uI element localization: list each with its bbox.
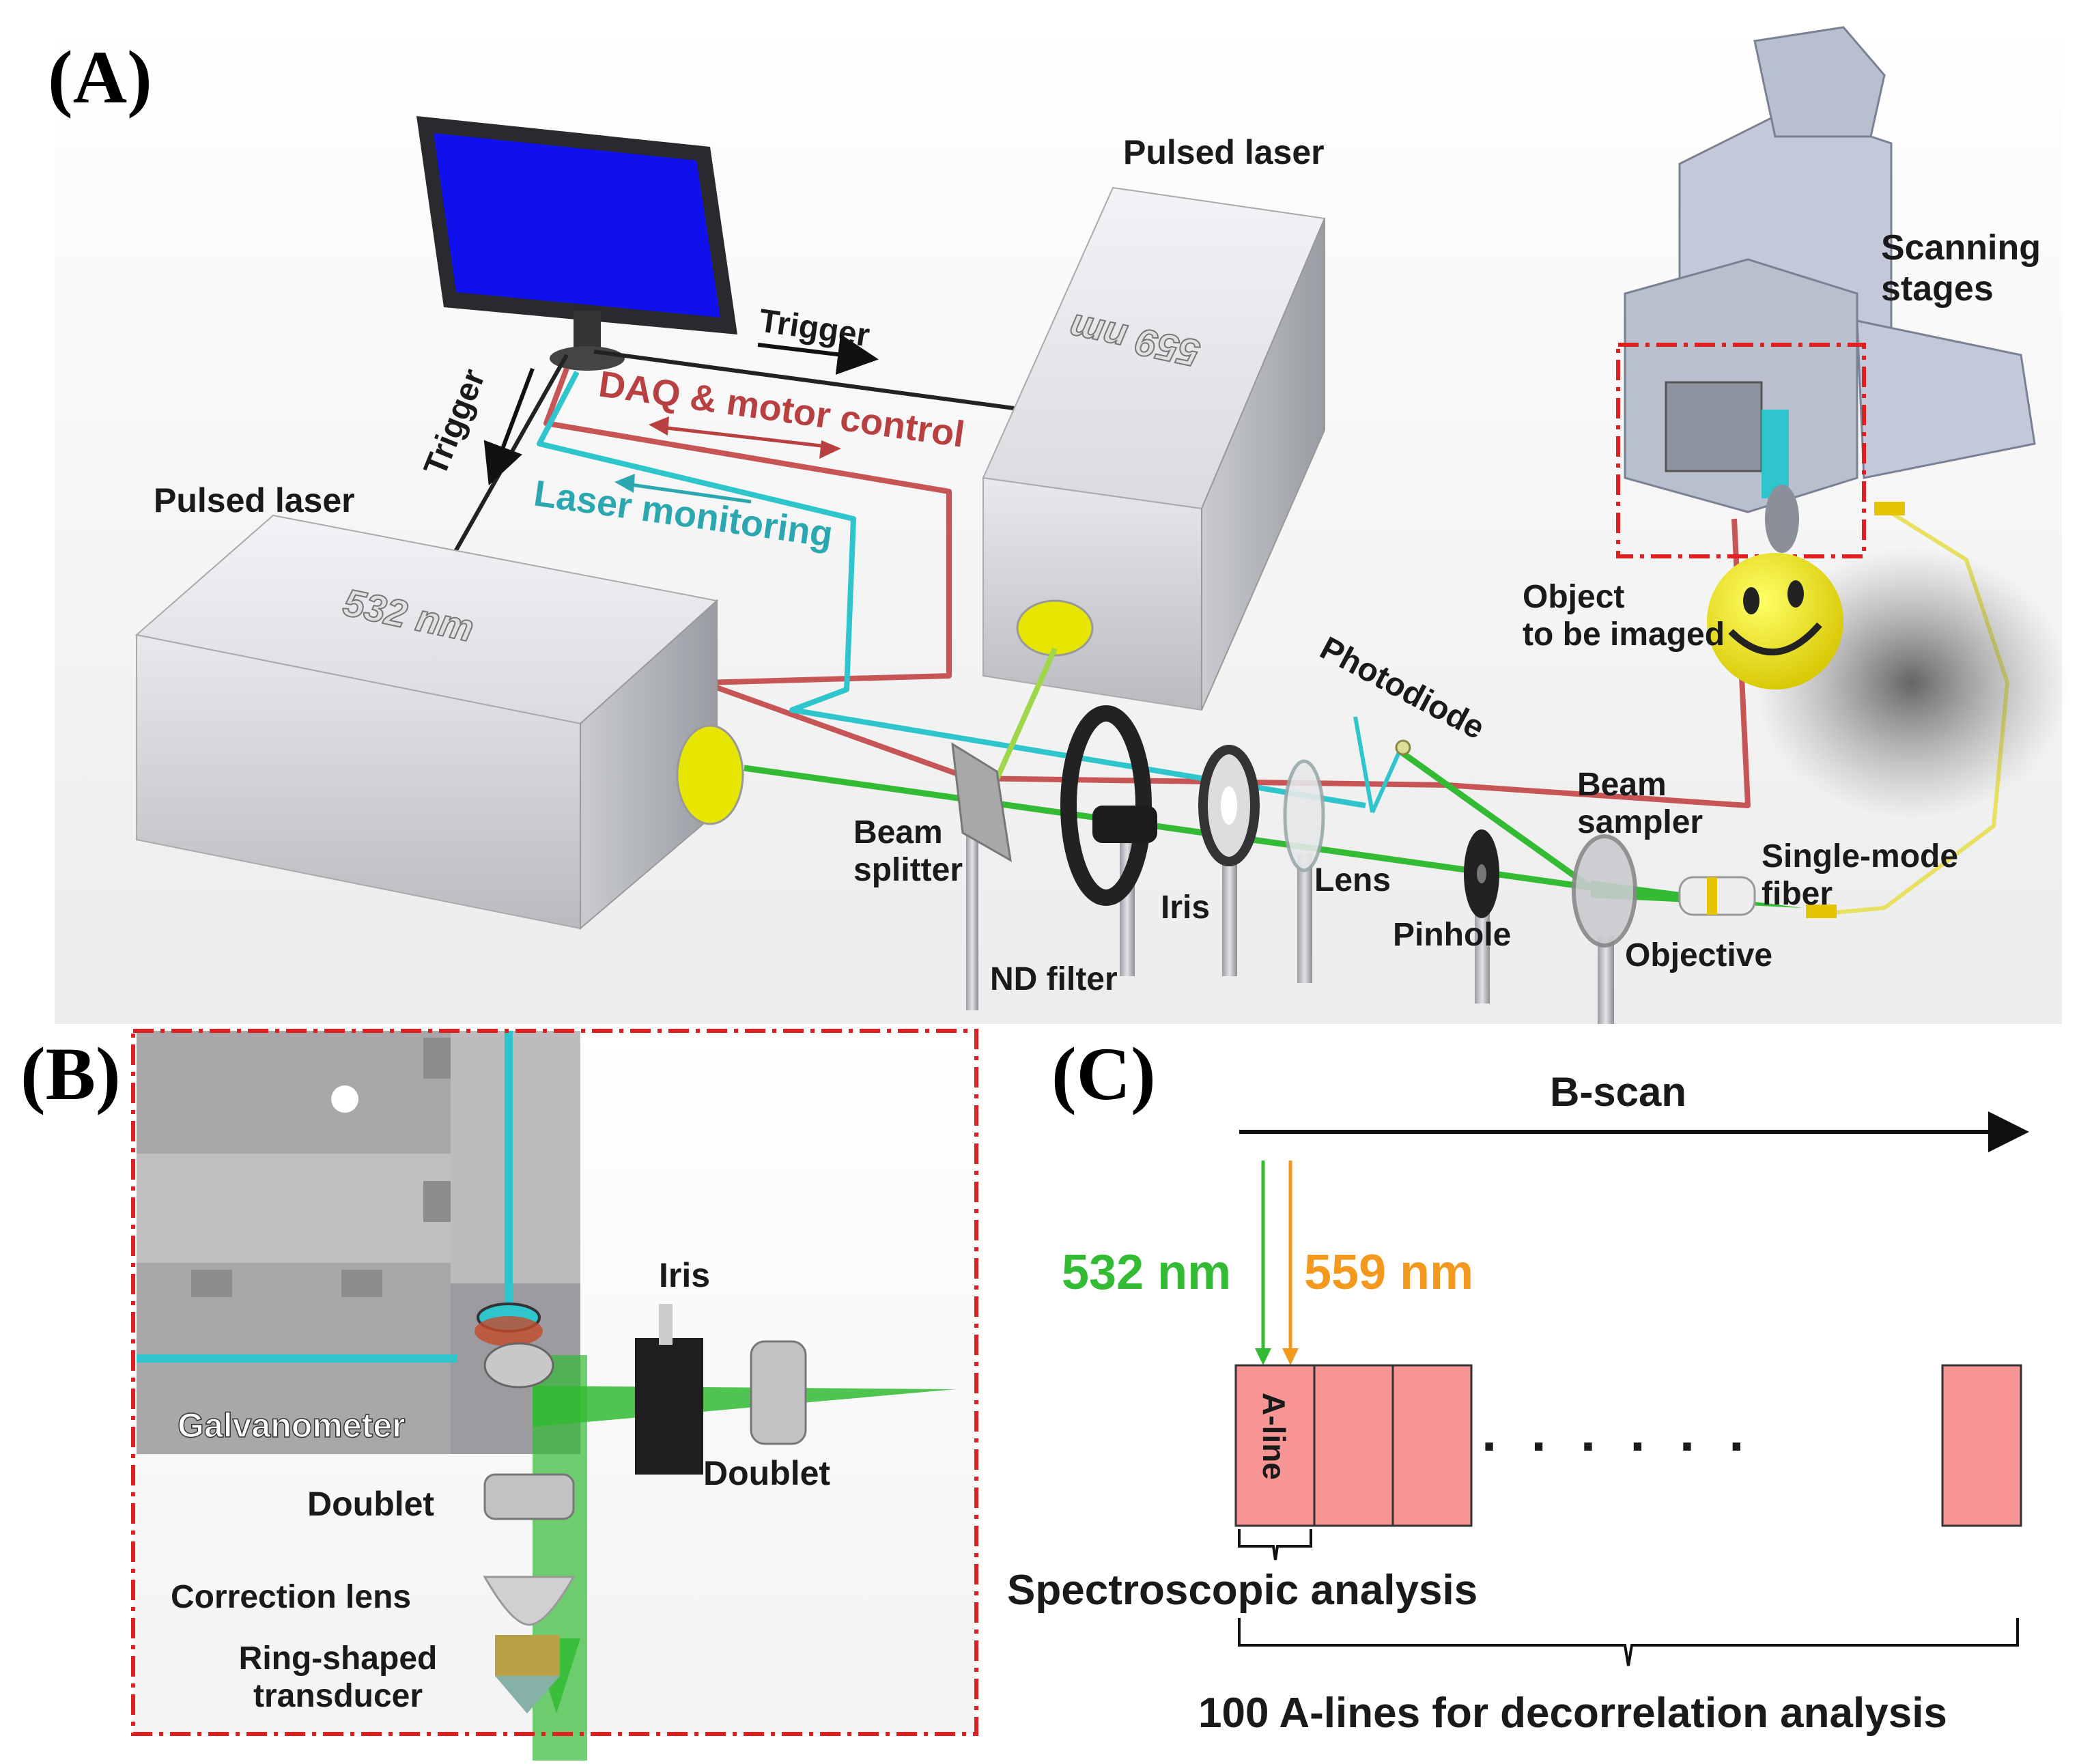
pinhole-label: Pinhole bbox=[1393, 917, 1511, 953]
computer-monitor-icon bbox=[416, 116, 737, 371]
nd-filter bbox=[1060, 705, 1157, 976]
aline-box-2 bbox=[1313, 1364, 1394, 1527]
b-iris-label: Iris bbox=[659, 1256, 710, 1294]
trigger-arrow-left bbox=[483, 367, 535, 486]
b-transducer-icon bbox=[495, 1635, 560, 1713]
b-correction-lens-label: Correction lens bbox=[171, 1579, 411, 1615]
line-line-2: transducer bbox=[253, 1678, 423, 1714]
stage-detail-box bbox=[1616, 343, 1866, 558]
aline-box-3 bbox=[1391, 1364, 1473, 1527]
trigger-cable-2 bbox=[593, 350, 1025, 412]
ellipsis-dots: . . . . . . bbox=[1482, 1402, 1754, 1462]
arrow-559-head bbox=[1282, 1348, 1299, 1365]
laser-532-aperture bbox=[676, 724, 744, 825]
b-correction-lens-icon bbox=[483, 1576, 576, 1626]
b-galvanometer-label: Galvanometer bbox=[178, 1406, 405, 1445]
b-iris-icon bbox=[635, 1304, 703, 1475]
daq-arrow-head-right bbox=[819, 440, 841, 459]
panel-b-letter: (B) bbox=[20, 1032, 121, 1115]
trigger-arrow-top bbox=[757, 334, 879, 375]
daq-arrow bbox=[655, 425, 834, 449]
pinhole-optic bbox=[1464, 829, 1499, 1004]
spectroscopic-label: Spectroscopic analysis bbox=[1007, 1567, 1477, 1614]
panel-c-letter: (C) bbox=[1051, 1032, 1156, 1115]
lens-label: Lens bbox=[1314, 862, 1391, 898]
laser-559-aperture bbox=[1016, 599, 1094, 657]
wavelength-532-label: 532 nm bbox=[1062, 1245, 1231, 1300]
monitoring-arrow-head bbox=[614, 474, 635, 493]
laser-559-title: Pulsed laser bbox=[1123, 133, 1325, 171]
b-doublet-bottom-icon bbox=[483, 1473, 575, 1520]
line-line-2: stages bbox=[1881, 269, 1994, 309]
line-line-2: sampler bbox=[1577, 804, 1703, 840]
b-doublet-right-label: Doublet bbox=[703, 1454, 830, 1492]
monitoring-cable bbox=[537, 371, 1366, 808]
objective-icon bbox=[1678, 876, 1756, 916]
panel-b: (B) bbox=[20, 1029, 978, 1764]
line-line-2: to be imaged bbox=[1523, 616, 1725, 653]
b-doublet-right-icon bbox=[750, 1340, 807, 1445]
nd-filter-label: ND filter bbox=[990, 961, 1118, 997]
beam-splitter bbox=[951, 742, 1012, 1010]
arrow-532-head bbox=[1255, 1348, 1271, 1365]
scanning-stages-icon bbox=[1624, 26, 2036, 553]
wavelength-559-label: 559 nm bbox=[1304, 1245, 1473, 1300]
lens-optic bbox=[1283, 759, 1325, 983]
iris-optic bbox=[1198, 745, 1260, 976]
aline-box-last bbox=[1941, 1364, 2022, 1527]
objective-label: Objective bbox=[1625, 937, 1772, 973]
decorrelation-label: 100 A-lines for decorrelation analysis bbox=[1198, 1690, 1947, 1737]
panel-b-detail-box bbox=[131, 1029, 978, 1736]
laser-559-box bbox=[982, 186, 1326, 711]
spectro-brace bbox=[1238, 1529, 1312, 1561]
decorrelation-brace bbox=[1238, 1618, 2019, 1666]
iris-label: Iris bbox=[1161, 890, 1210, 926]
daq-arrow-head-left bbox=[649, 416, 669, 436]
panel-a: (A) Trigger Trigger DAQ & motor control … bbox=[48, 20, 2069, 1024]
panel-c: (C) B-scan 532 nm 559 nm A-line . . . . … bbox=[1007, 1032, 2029, 1737]
panel-a-letter: (A) bbox=[48, 35, 152, 119]
galvo-housing bbox=[137, 1031, 580, 1454]
beam-sampler-optic bbox=[1572, 834, 1637, 1024]
object-smiley-icon bbox=[1707, 546, 2069, 819]
laser-532-title: Pulsed laser bbox=[154, 481, 355, 520]
line-line-2: fiber bbox=[1762, 876, 1833, 912]
b-doublet-bottom-label: Doublet bbox=[307, 1485, 434, 1523]
aline-label: A-line bbox=[1256, 1393, 1292, 1480]
bscan-label: B-scan bbox=[1550, 1069, 1686, 1115]
galvanometer-icon bbox=[475, 1303, 554, 1389]
photodiode-icon bbox=[1353, 716, 1411, 814]
line-line-2: splitter bbox=[853, 852, 963, 888]
monitoring-arrow bbox=[621, 481, 752, 504]
laser-532-box bbox=[135, 514, 744, 930]
